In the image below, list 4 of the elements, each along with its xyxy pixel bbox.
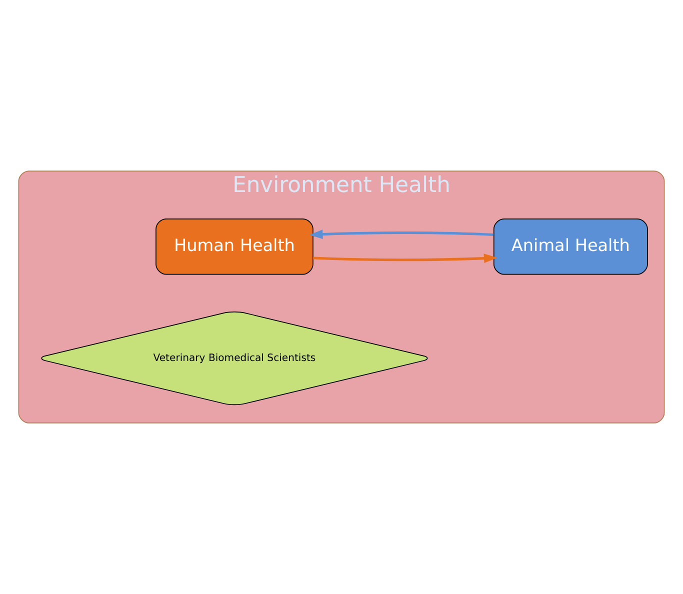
node-box: Human Health: [156, 218, 314, 275]
node-box: Animal Health: [493, 218, 648, 275]
arrow: [313, 254, 498, 264]
arrow: [309, 230, 494, 239]
